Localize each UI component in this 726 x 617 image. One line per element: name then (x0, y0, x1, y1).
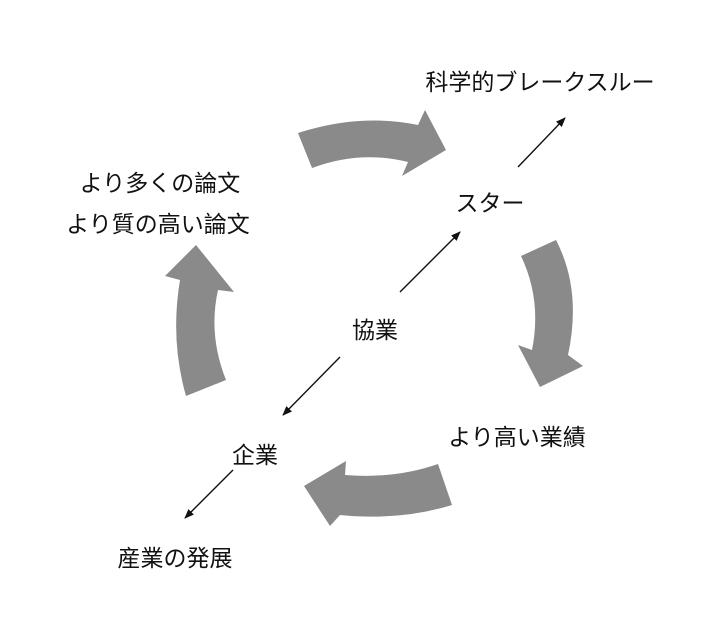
arrow-star-to-breakthrough (517, 117, 566, 168)
label-industry-development: 産業の発展 (117, 546, 233, 572)
arrow-company-to-industry (184, 469, 234, 519)
label-breakthrough: 科学的ブレークスルー (425, 70, 655, 96)
label-more-papers: より多くの論文 (79, 171, 241, 197)
cycle-arrow-top (298, 110, 446, 176)
label-higher-performance: より高い業績 (448, 425, 586, 451)
cycle-arrow-left (165, 245, 234, 396)
label-collaboration: 協業 (352, 318, 398, 344)
label-star: スター (455, 191, 525, 217)
arrow-collab-to-star (399, 231, 461, 293)
arrow-collab-to-company (282, 356, 341, 416)
cycle-arrow-bottom (304, 461, 452, 526)
cycle-arrow-right (518, 240, 583, 387)
label-company: 企業 (232, 443, 278, 469)
label-better-papers: より質の高い論文 (66, 212, 250, 238)
